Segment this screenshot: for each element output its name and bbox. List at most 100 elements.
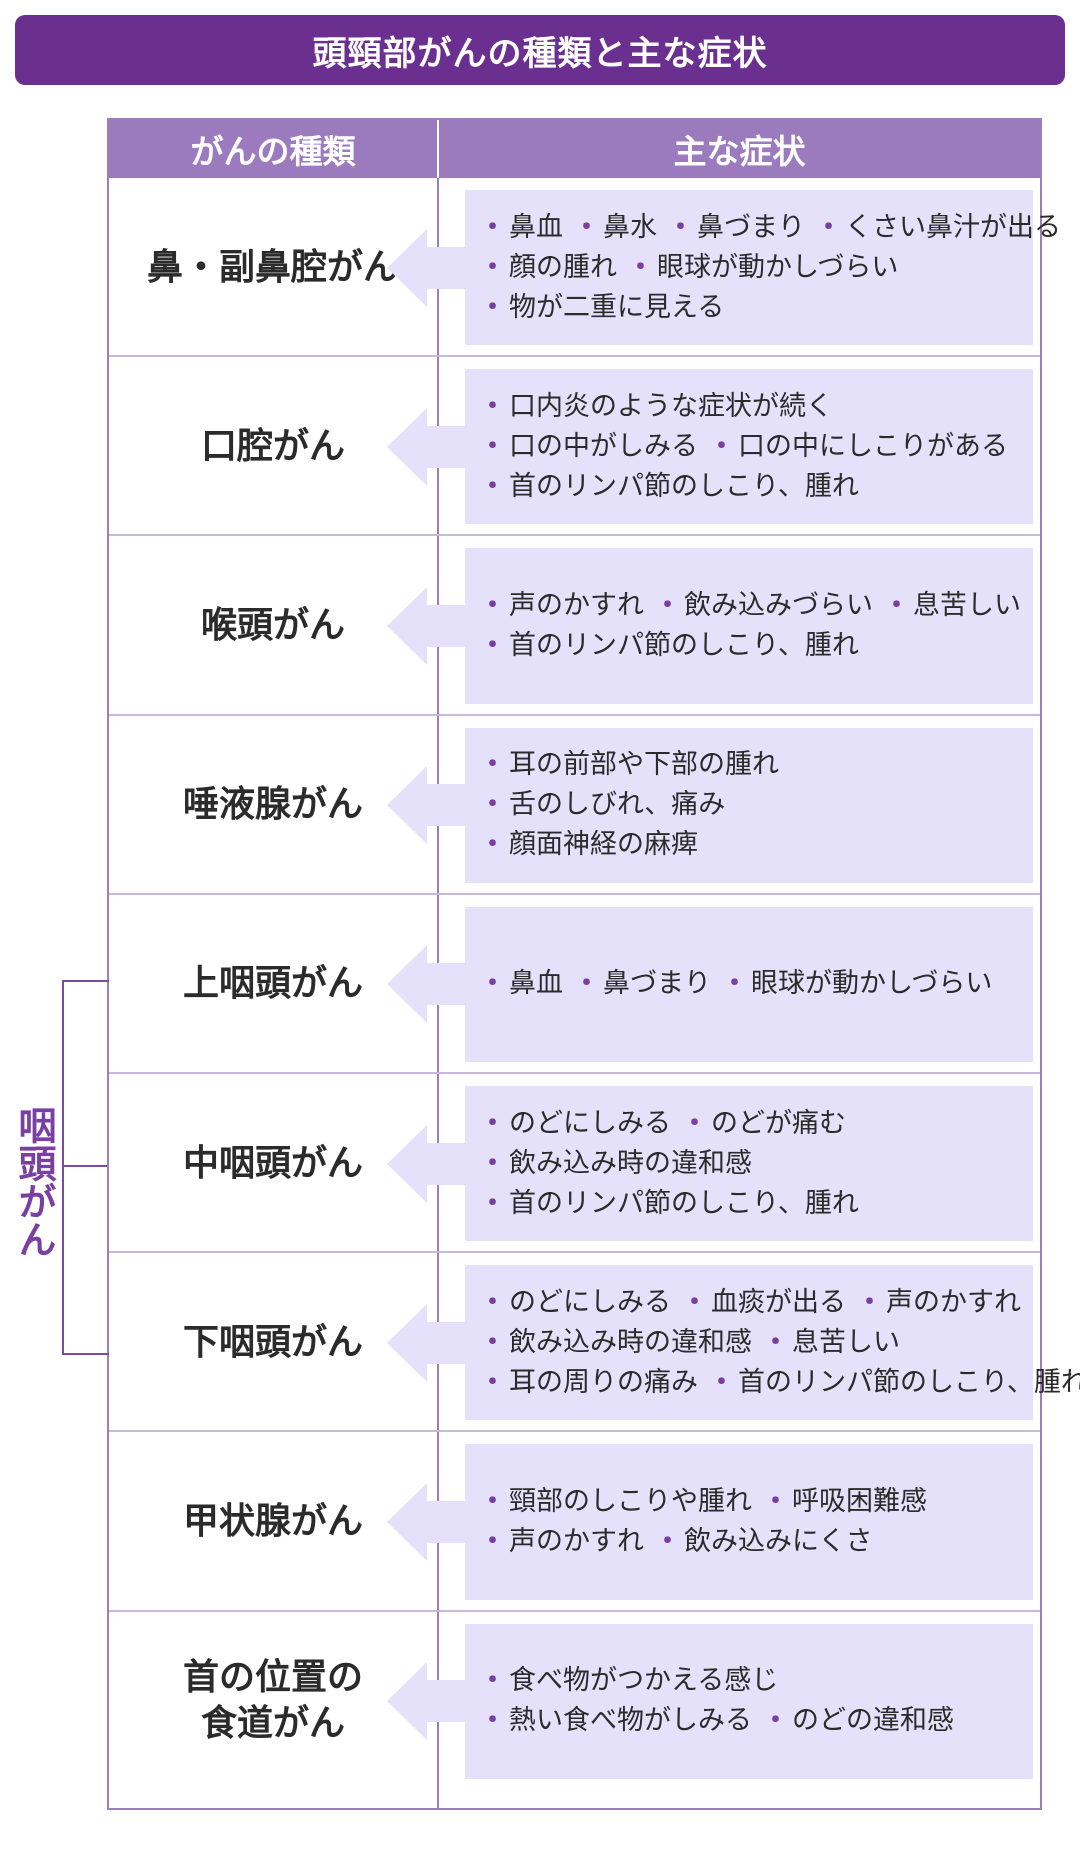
symptom-text: のどにしみる [509,1286,671,1318]
cancer-type-label: 鼻・副鼻腔がん [146,246,399,288]
bullet-icon: ・ [883,589,910,621]
row-divider [109,892,1040,895]
symptom-line: ・飲み込み時の違和感 [479,1144,1019,1184]
symptom-text: 飲み込み時の違和感 [509,1147,752,1179]
symptom-item: ・口の中にしこりがある [708,431,1008,462]
bullet-icon: ・ [762,1705,789,1737]
symptom-text: 耳の前部や下部の腫れ [509,749,779,781]
cancer-type-label: 口腔がん [200,425,345,467]
symptom-text: 声のかすれ [886,1286,1021,1318]
header-divider [437,120,439,178]
symptom-text: 首のリンパ節のしこり、腫れ [509,629,859,661]
bullet-icon: ・ [479,629,506,661]
symptom-text: 食べ物がつかえる感じ [509,1665,779,1697]
symptom-text: 口内炎のような症状が続く [509,390,833,422]
row-divider [109,1609,1040,1612]
symptom-item: ・口の中がしみる [479,431,698,462]
symptom-item: ・眼球が動かしづらい [721,968,992,999]
symptom-text: 鼻血 [509,968,563,1000]
symptom-item: ・声のかすれ [479,1526,644,1557]
bullet-icon: ・ [721,968,748,1000]
cancer-type-label: 喉頭がん [200,604,345,646]
symptom-line: ・顔の腫れ・眼球が動かしづらい [479,248,1019,288]
symptom-item: ・くさい鼻汁が出る [815,212,1061,243]
symptom-item: ・のどにしみる [479,1108,671,1139]
symptom-item: ・首のリンパ節のしこり、腫れ [708,1367,1080,1398]
cancer-type-label: 唾液腺がん [182,784,363,826]
bullet-icon: ・ [681,1107,708,1139]
symptom-line: ・声のかすれ・飲み込みづらい・息苦しい [479,586,1021,626]
bullet-icon: ・ [479,1187,506,1219]
symptom-text: 飲み込みづらい [684,589,873,621]
cancer-type-label: 首の位置の 食道がん [182,1657,363,1745]
symptom-table: がんの種類 主な症状 鼻・副鼻腔がん・鼻血・鼻水・鼻づまり・くさい鼻汁が出る・顔… [107,118,1080,1810]
symptom-text: 耳の周りの痛み [509,1366,698,1398]
symptom-text: 眼球が動かしづらい [657,251,899,283]
symptom-line: ・口内炎のような症状が続く [479,387,1019,427]
symptom-box: ・耳の前部や下部の腫れ・舌のしびれ、痛み・顔面神経の麻痺 [465,727,1033,883]
symptom-text: 口の中にしこりがある [738,430,1008,462]
symptom-line: ・声のかすれ・飲み込みにくさ [479,1522,1019,1562]
symptom-item: ・鼻血 [479,212,563,243]
bullet-icon: ・ [573,211,600,243]
symptom-line: ・鼻血・鼻水・鼻づまり・くさい鼻汁が出る [479,208,1061,248]
bullet-icon: ・ [479,1366,506,1398]
symptom-text: くさい鼻汁が出る [845,211,1061,243]
symptom-text: 頸部のしこりや腫れ [509,1485,752,1517]
bullet-icon: ・ [479,589,506,621]
symptom-box: ・声のかすれ・飲み込みづらい・息苦しい・首のリンパ節のしこり、腫れ [465,548,1033,704]
symptom-line: ・のどにしみる・のどが痛む [479,1104,1019,1144]
bullet-icon: ・ [479,1147,506,1179]
left-arrow-icon [387,586,479,665]
symptom-box: ・口内炎のような症状が続く・口の中がしみる・口の中にしこりがある・首のリンパ節の… [465,369,1033,525]
header-cancer-type: がんの種類 [190,132,356,171]
bullet-icon: ・ [667,211,694,243]
symptom-text: 鼻づまり [697,211,805,243]
symptom-item: ・飲み込み時の違和感 [479,1327,752,1358]
symptom-line: ・首のリンパ節のしこり、腫れ [479,1184,1019,1224]
left-arrow-icon [387,1124,479,1203]
bullet-icon: ・ [479,1326,506,1358]
bullet-icon: ・ [762,1326,789,1358]
symptom-line: ・のどにしみる・血痰が出る・声のかすれ [479,1283,1021,1323]
symptom-line: ・耳の周りの痛み・首のリンパ節のしこり、腫れ [479,1363,1080,1403]
bullet-icon: ・ [479,829,506,861]
symptom-text: 物が二重に見える [509,291,725,323]
bullet-icon: ・ [479,430,506,462]
symptom-item: ・舌のしびれ、痛み [479,789,725,820]
table-row: 中咽頭がん・のどにしみる・のどが痛む・飲み込み時の違和感・首のリンパ節のしこり、… [109,1074,1040,1254]
cancer-type-label: 中咽頭がん [182,1142,363,1184]
symptom-item: ・飲み込み時の違和感 [479,1148,752,1179]
symptom-text: 眼球が動かしづらい [751,968,993,1000]
symptom-item: ・顔の腫れ [479,252,617,283]
bullet-icon: ・ [654,1525,681,1557]
symptom-text: 首のリンパ節のしこり、腫れ [509,470,859,502]
symptom-box: ・食べ物がつかえる感じ・熱い食べ物がしみる・のどの違和感 [465,1623,1033,1779]
symptom-text: 声のかすれ [509,1525,644,1557]
cancer-type-label: 上咽頭がん [182,963,363,1005]
bullet-icon: ・ [479,1665,506,1697]
cancer-type-label: 甲状腺がん [182,1500,363,1542]
table-row: 首の位置の 食道がん ・食べ物がつかえる感じ・熱い食べ物がしみる・のどの違和感 [109,1612,1040,1791]
symptom-text: 鼻血 [509,211,563,243]
left-arrow-icon [387,1662,479,1741]
bullet-icon: ・ [681,1286,708,1318]
cancer-type-label: 下咽頭がん [182,1321,363,1363]
symptom-item: ・眼球が動かしづらい [627,252,898,283]
symptom-text: 鼻づまり [603,968,711,1000]
symptom-item: ・声のかすれ [479,590,644,621]
row-divider [109,1071,1040,1074]
symptom-line: ・頸部のしこりや腫れ・呼吸困難感 [479,1482,1019,1522]
symptom-text: 声のかすれ [509,589,644,621]
symptom-text: 熱い食べ物がしみる [509,1705,752,1737]
bullet-icon: ・ [479,390,506,422]
bullet-icon: ・ [479,1525,506,1557]
symptom-text: 呼吸困難感 [792,1485,927,1517]
symptom-text: 顔面神経の麻痺 [509,829,698,861]
symptom-line: ・首のリンパ節のしこり、腫れ [479,467,1019,507]
symptom-text: 飲み込みにくさ [684,1525,873,1557]
bullet-icon: ・ [708,1366,735,1398]
bullet-icon: ・ [479,968,506,1000]
row-divider [109,1251,1040,1254]
symptom-item: ・鼻水 [573,212,657,243]
